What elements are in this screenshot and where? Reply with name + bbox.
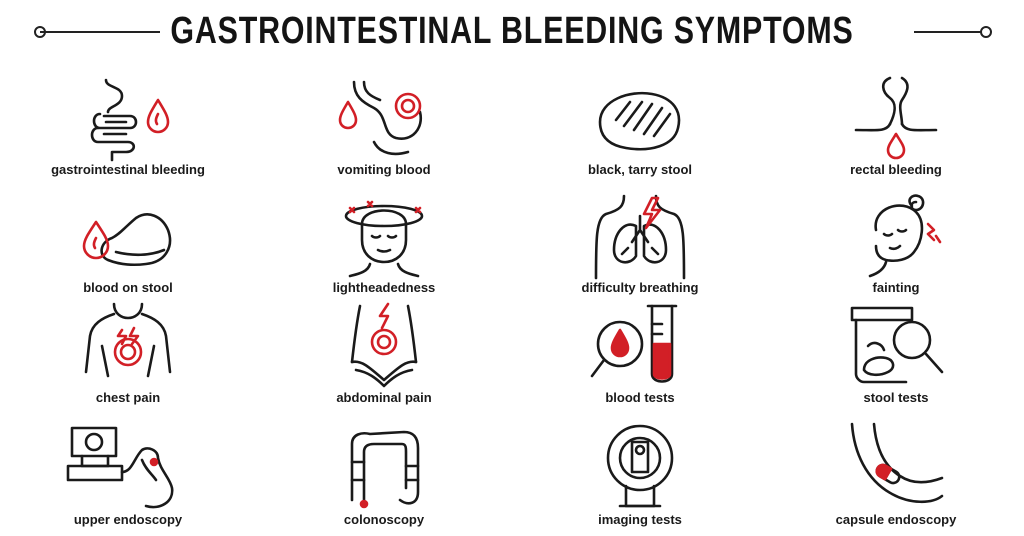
rule-left bbox=[40, 31, 160, 33]
symptom-card-capsule-endoscopy: capsule endoscopy bbox=[768, 414, 1024, 532]
chest-pain-icon bbox=[84, 302, 172, 378]
rule-end-dot-right bbox=[980, 26, 992, 38]
lungs-lightning-icon bbox=[594, 194, 686, 280]
symptom-label: vomiting blood bbox=[337, 162, 431, 177]
symptom-card-vomiting-blood: vomiting blood bbox=[256, 64, 512, 182]
stool-blood-drop-icon bbox=[82, 213, 172, 267]
rectum-blood-drop-icon bbox=[854, 76, 938, 160]
abdomen-pain-icon bbox=[350, 302, 418, 388]
symptom-card-rectal-bleeding: rectal bleeding bbox=[768, 64, 1024, 182]
symptom-label: chest pain bbox=[95, 390, 161, 405]
symptom-label: blood on stool bbox=[83, 280, 173, 295]
symptom-grid: gastrointestinal bleeding vomiting blood… bbox=[0, 64, 1024, 536]
symptom-card-blood-tests: blood tests bbox=[512, 292, 768, 410]
symptom-label: imaging tests bbox=[598, 512, 682, 527]
endoscope-monitor-stomach-icon bbox=[66, 426, 174, 509]
stool-sample-magnifier-icon bbox=[850, 306, 944, 384]
symptom-label: capsule endoscopy bbox=[835, 512, 957, 527]
symptom-card-difficulty-breathing: difficulty breathing bbox=[512, 182, 768, 300]
symptom-label: fainting bbox=[872, 280, 920, 295]
page-title: GASTROINTESTINAL BLEEDING SYMPTOMS bbox=[170, 10, 854, 52]
dizzy-head-icon bbox=[344, 200, 424, 278]
tarry-stool-icon bbox=[598, 91, 681, 151]
symptom-card-imaging-tests: imaging tests bbox=[512, 414, 768, 532]
rule-right bbox=[914, 31, 984, 33]
digestive-tract-blood-drop-icon bbox=[90, 78, 170, 162]
header: GASTROINTESTINAL BLEEDING SYMPTOMS bbox=[0, 0, 1024, 64]
symptom-label: upper endoscopy bbox=[73, 512, 183, 527]
symptom-label: lightheadedness bbox=[332, 280, 436, 295]
symptom-label: gastrointestinal bleeding bbox=[51, 162, 205, 177]
symptom-card-abdominal-pain: abdominal pain bbox=[256, 292, 512, 410]
symptom-label: difficulty breathing bbox=[581, 280, 699, 295]
symptom-label: blood tests bbox=[605, 390, 675, 405]
symptom-card-black-tarry-stool: black, tarry stool bbox=[512, 64, 768, 182]
symptom-label: colonoscopy bbox=[343, 512, 425, 527]
symptom-card-chest-pain: chest pain bbox=[0, 292, 256, 410]
symptom-label: abdominal pain bbox=[336, 390, 432, 405]
symptom-card-blood-on-stool: blood on stool bbox=[0, 182, 256, 300]
symptom-label: stool tests bbox=[863, 390, 929, 405]
capsule-in-intestine-icon bbox=[850, 422, 944, 504]
symptom-card-lightheadedness: lightheadedness bbox=[256, 182, 512, 300]
symptom-card-gastrointestinal-bleeding: gastrointestinal bleeding bbox=[0, 64, 256, 182]
symptom-label: black, tarry stool bbox=[587, 162, 693, 177]
symptom-card-fainting: fainting bbox=[768, 182, 1024, 300]
mri-scanner-icon bbox=[606, 424, 674, 508]
symptom-card-stool-tests: stool tests bbox=[768, 292, 1024, 410]
colon-icon bbox=[350, 430, 420, 509]
symptom-label: rectal bleeding bbox=[850, 162, 942, 177]
symptom-card-upper-endoscopy: upper endoscopy bbox=[0, 414, 256, 532]
symptom-card-colonoscopy: colonoscopy bbox=[256, 414, 512, 532]
fainting-head-icon bbox=[868, 194, 942, 278]
blood-test-tube-magnifier-icon bbox=[590, 304, 678, 383]
stomach-blood-drop-icon bbox=[338, 80, 423, 156]
